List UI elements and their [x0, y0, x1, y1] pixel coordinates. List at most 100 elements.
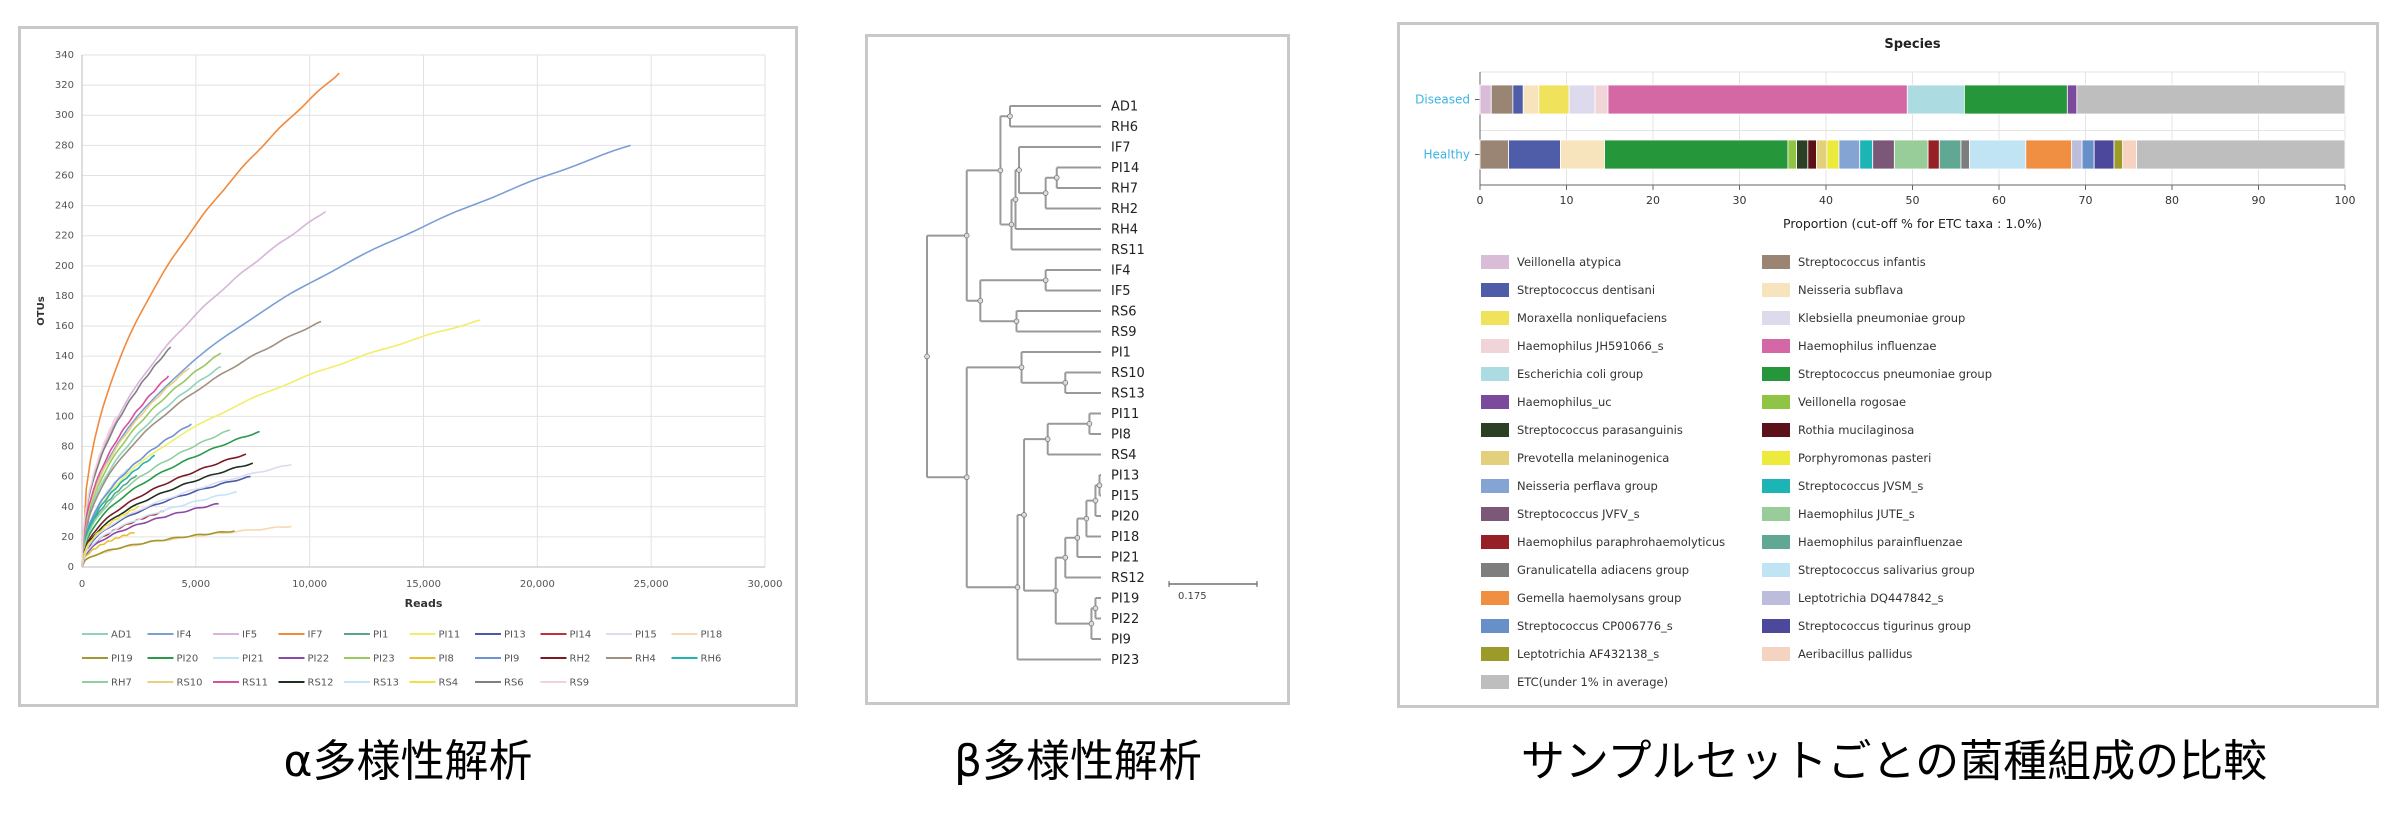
leaf-label-pi23: PI23 — [1111, 653, 1139, 668]
bar-segment-healthy — [1560, 139, 1605, 170]
bar-segment-healthy — [2081, 139, 2095, 170]
legend-swatch — [1481, 367, 1509, 381]
y-tick-label: 340 — [55, 50, 74, 61]
legend-swatch — [1481, 283, 1509, 297]
caption-beta-diversity: β多様性解析 — [953, 736, 1203, 787]
y-tick-label: 140 — [55, 351, 74, 362]
series-line-rs11 — [81, 375, 170, 568]
series-line-rs4 — [81, 505, 140, 568]
bar-segment-diseased — [1568, 84, 1596, 115]
series-line-if7 — [81, 72, 340, 568]
legend-label-rs6: RS6 — [504, 678, 524, 689]
legend-label: Streptococcus parasanguinis — [1517, 423, 1683, 437]
x-axis-title: Reads — [405, 597, 443, 610]
x-tick-label: 30,000 — [748, 579, 783, 590]
dendrogram-node — [1012, 196, 1019, 203]
bar-segment-diseased — [1479, 84, 1492, 115]
bar-segment-healthy — [2122, 139, 2137, 170]
category-label-healthy: Healthy — [1423, 148, 1470, 162]
leaf-label-pi13: PI13 — [1111, 469, 1139, 484]
series-line-pi9 — [81, 423, 192, 568]
legend-swatch — [1481, 395, 1509, 409]
legend-label-pi14: PI14 — [570, 630, 592, 641]
dendrogram-node — [997, 167, 1004, 174]
legend-label: Streptococcus CP006776_s — [1517, 619, 1673, 633]
dendrogram-node — [1018, 364, 1025, 371]
legend-swatch — [1481, 507, 1509, 521]
leaf-label-rh4: RH4 — [1111, 223, 1138, 238]
y-tick-label: 160 — [55, 321, 74, 332]
leaf-label-if7: IF7 — [1111, 141, 1131, 156]
leaf-label-rs6: RS6 — [1111, 305, 1137, 320]
series-line-rs12 — [81, 462, 254, 568]
bar-segment-healthy — [1969, 139, 2027, 170]
bar-segment-healthy — [1508, 139, 1561, 170]
bar-segment-healthy — [1796, 139, 1809, 170]
dendrogram-node — [963, 232, 970, 239]
leaf-label-pi22: PI22 — [1111, 612, 1139, 627]
leaf-label-pi9: PI9 — [1111, 633, 1131, 648]
bar-segment-healthy — [1807, 139, 1817, 170]
bar-segment-diseased — [1512, 84, 1524, 115]
x-tick-label: 30 — [1733, 194, 1747, 207]
legend-swatch — [1481, 647, 1509, 661]
legend-label: Haemophilus paraphrohaemolyticus — [1517, 535, 1725, 549]
x-tick-label: 25,000 — [634, 579, 669, 590]
legend-swatch — [1762, 339, 1790, 353]
legend-label: Haemophilus parainfluenzae — [1798, 535, 1963, 549]
leaf-label-rs10: RS10 — [1111, 366, 1145, 381]
legend-swatch — [1762, 479, 1790, 493]
dendrogram-node — [1083, 515, 1090, 522]
legend-label-pi19: PI19 — [111, 654, 133, 665]
y-tick-label: 240 — [55, 201, 74, 212]
leaf-label-pi11: PI11 — [1111, 407, 1139, 422]
series-line-if5 — [81, 210, 327, 568]
bar-segment-healthy — [1872, 139, 1895, 170]
bar-segment-healthy — [2071, 139, 2083, 170]
bar-segment-healthy — [1816, 139, 1828, 170]
x-tick-label: 20 — [1646, 194, 1660, 207]
bar-segment-healthy — [1604, 139, 1789, 170]
legend-swatch — [1481, 563, 1509, 577]
series-line-pi1 — [81, 474, 138, 568]
x-tick-label: 0 — [1477, 194, 1484, 207]
legend-label-rh4: RH4 — [635, 654, 656, 665]
legend-label: Haemophilus JUTE_s — [1798, 507, 1915, 521]
legend-label-pi11: PI11 — [439, 630, 461, 641]
leaf-label-if5: IF5 — [1111, 284, 1131, 299]
legend-label: Streptococcus salivarius group — [1798, 563, 1975, 577]
bar-segment-diseased — [1964, 84, 2068, 115]
dendrogram-node — [1092, 497, 1099, 504]
dendrogram-node — [1062, 554, 1069, 561]
legend-swatch — [1762, 535, 1790, 549]
legend-swatch — [1481, 451, 1509, 465]
leaf-label-rs13: RS13 — [1111, 387, 1145, 402]
legend-swatch — [1481, 423, 1509, 437]
leaf-label-rh7: RH7 — [1111, 182, 1138, 197]
legend-label-pi1: PI1 — [373, 630, 388, 641]
legend-swatch — [1762, 395, 1790, 409]
legend-swatch — [1762, 367, 1790, 381]
dendrogram-node — [1074, 534, 1081, 541]
leaf-label-if4: IF4 — [1111, 264, 1131, 279]
bar-segment-healthy — [2113, 139, 2124, 170]
legend-swatch — [1481, 591, 1509, 605]
series-line-pi11 — [81, 319, 481, 568]
legend-label: Streptococcus JVSM_s — [1798, 479, 1923, 493]
bar-segment-diseased — [1607, 84, 1908, 115]
dendrogram-node — [1013, 318, 1020, 325]
dendrogram-node — [1053, 174, 1060, 181]
series-line-rh2 — [81, 453, 247, 568]
bar-segment-healthy — [1938, 139, 1962, 170]
legend-swatch — [1762, 591, 1790, 605]
bar-segment-healthy — [2136, 139, 2346, 170]
bar-segment-healthy — [1893, 139, 1929, 170]
legend-swatch — [1762, 563, 1790, 577]
leaf-label-pi1: PI1 — [1111, 346, 1131, 361]
legend-label: Haemophilus JH591066_s — [1517, 339, 1664, 353]
chart-title: Species — [1884, 37, 1940, 52]
bar-segment-healthy — [2025, 139, 2073, 170]
bar-segment-diseased — [1538, 84, 1570, 115]
legend-label: Streptococcus JVFV_s — [1517, 507, 1640, 521]
